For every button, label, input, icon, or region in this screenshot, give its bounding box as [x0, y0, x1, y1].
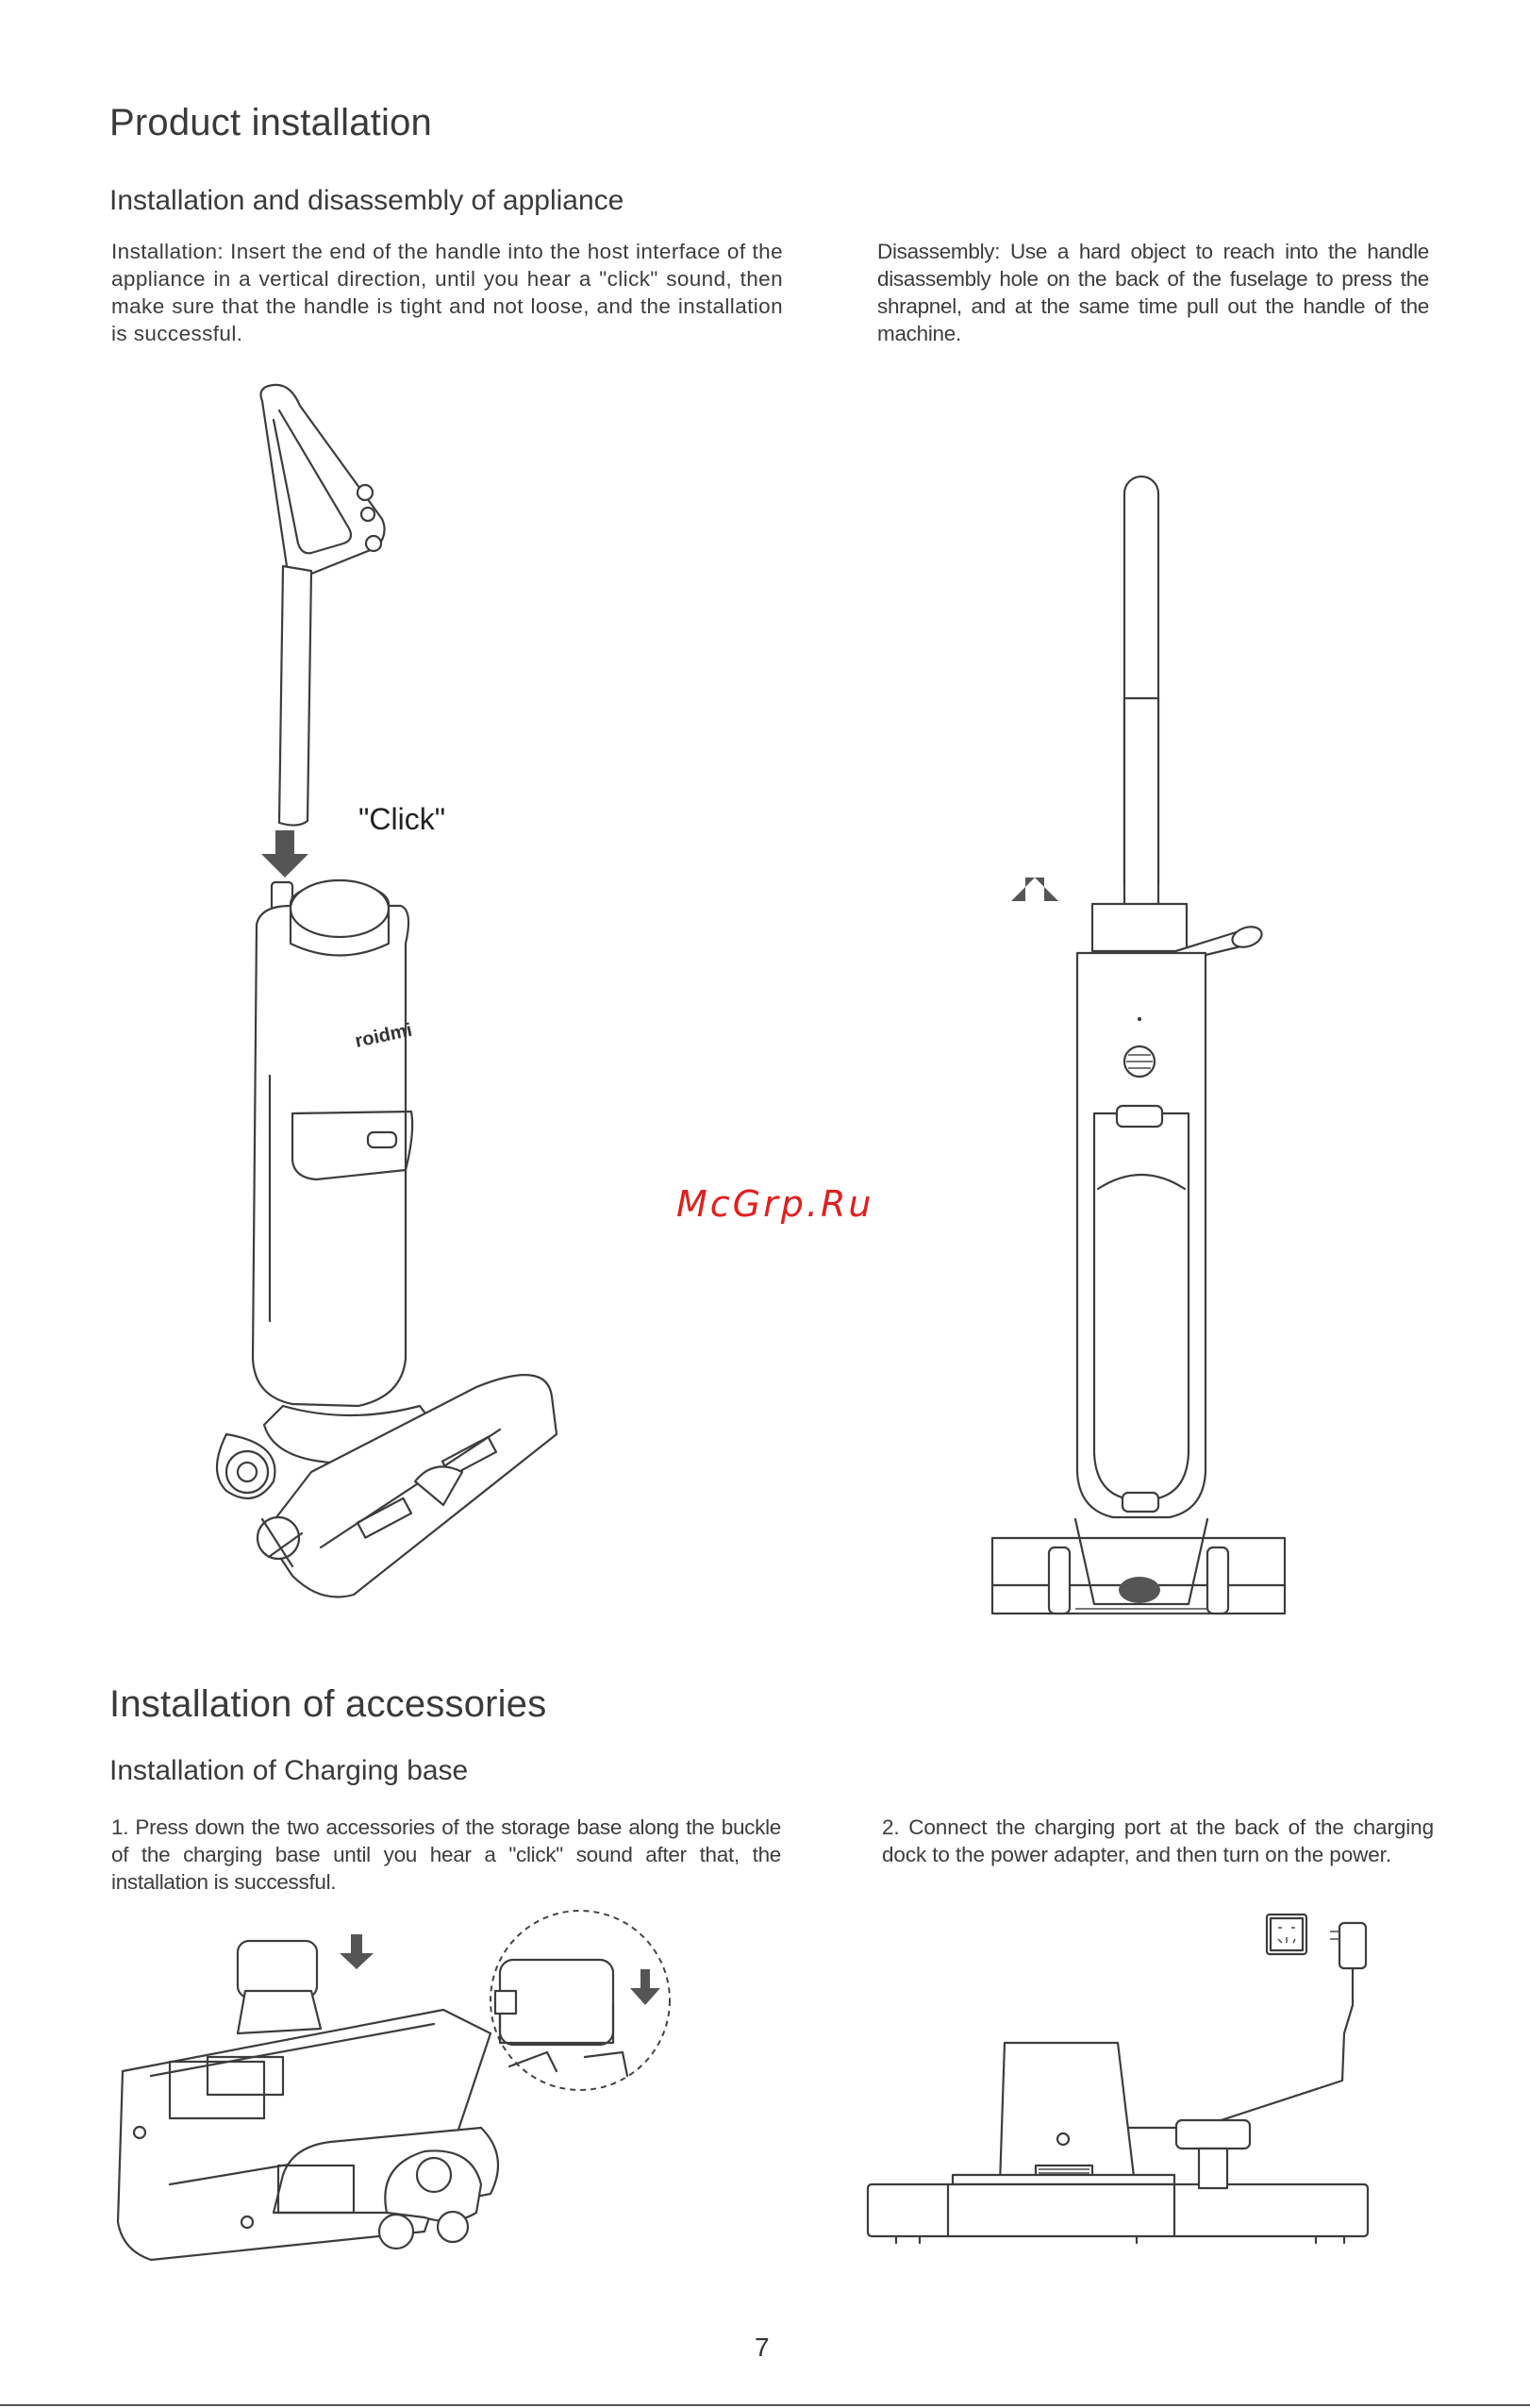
arrow-up-icon	[1011, 878, 1058, 901]
disassembly-instructions: Disassembly: Use a hard object to reach …	[877, 240, 1429, 345]
step1-instructions: 1. Press down the two accessories of the…	[111, 1815, 781, 1894]
arrow-down-icon	[340, 1934, 374, 1969]
charging-base-subtitle: Installation of Charging base	[109, 1755, 469, 1786]
power-adapter-icon	[1330, 1921, 1368, 1970]
bottom-rule	[0, 2404, 1530, 2406]
accessories-title: Installation of accessories	[109, 1683, 547, 1725]
page-number: 7	[755, 2333, 770, 2362]
charging-base-illustration	[116, 1910, 671, 2262]
installation-illustration: roidmi	[216, 383, 558, 1598]
watermark: McGrp.Ru	[676, 1183, 874, 1225]
arrow-down-icon	[261, 830, 308, 878]
power-socket-icon	[1265, 1913, 1308, 1956]
charging-dock-illustration	[866, 1913, 1370, 2245]
step2-instructions: 2. Connect the charging port at the back…	[882, 1815, 1434, 1866]
section-subtitle: Installation and disassembly of applianc…	[109, 185, 624, 216]
arrow-down-icon	[630, 1969, 660, 2005]
installation-instructions: Installation: Insert the end of the hand…	[111, 240, 783, 345]
disassembly-illustration	[990, 475, 1287, 1615]
page-title: Product installation	[109, 102, 432, 143]
click-label: "Click"	[358, 802, 446, 836]
